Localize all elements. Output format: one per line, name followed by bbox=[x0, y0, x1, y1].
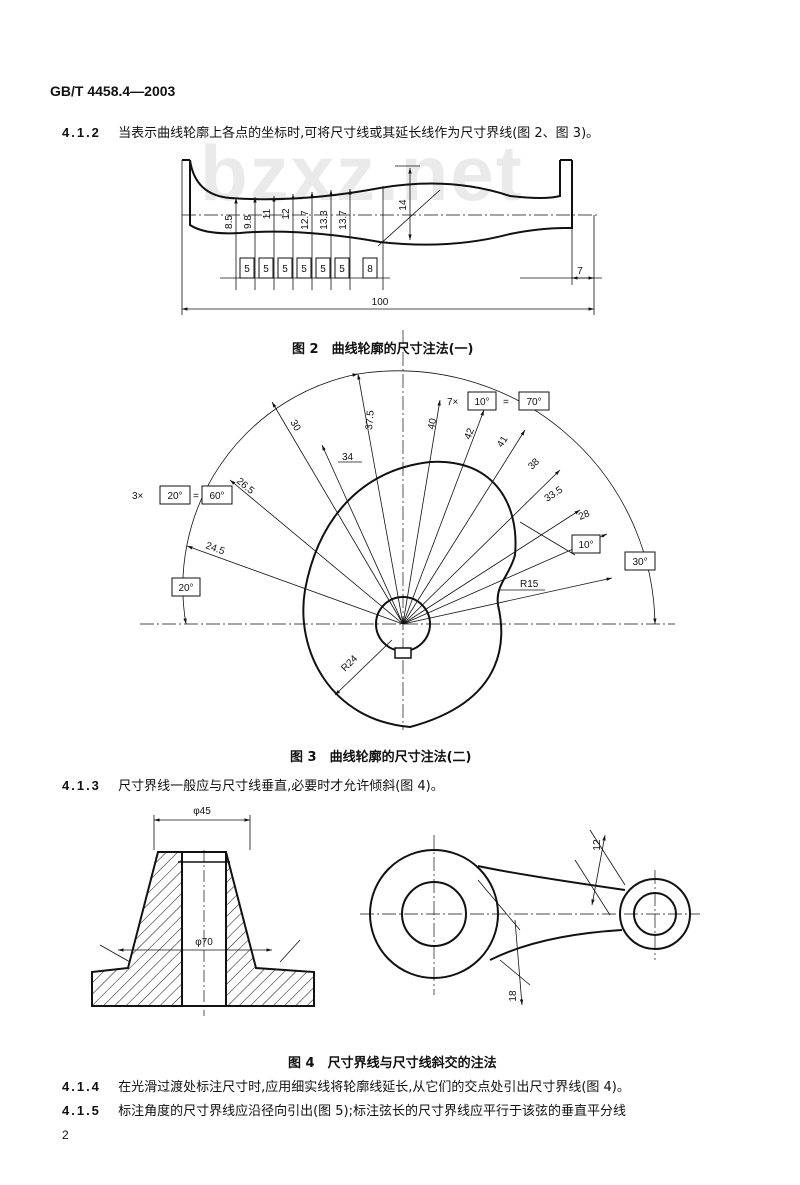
radius-label: 33.5 bbox=[543, 484, 566, 504]
diameter-top-label: φ45 bbox=[193, 806, 211, 817]
hatched-wall-right bbox=[225, 851, 315, 1007]
radius-label: 26.5 bbox=[234, 476, 256, 497]
figure-4-caption: 图 4 尺寸界线与尺寸线斜交的注法 bbox=[288, 1056, 497, 1071]
spacing-label: 5 bbox=[282, 264, 288, 275]
radius-label: 28 bbox=[577, 508, 592, 523]
radius-label: 24.5 bbox=[204, 540, 226, 557]
angle-count-label: 3× bbox=[132, 491, 144, 502]
figure-2-labels: 8.5 9.8 11 12 12.7 13.3 13.7 14 5 5 5 5 … bbox=[224, 199, 583, 308]
angle-step-label: 20° bbox=[167, 491, 182, 502]
angle-total-label: 70° bbox=[526, 397, 541, 408]
height-label: 13.3 bbox=[319, 210, 330, 230]
paragraph-4-1-2: 4.1.2 当表示曲线轮廓上各点的坐标时,可将尺寸线或其延长线作为尺寸界线(图 … bbox=[62, 122, 599, 141]
figure-2-drawing bbox=[181, 159, 602, 315]
diameter-base-label: φ70 bbox=[195, 937, 213, 948]
cam-contour bbox=[302, 460, 517, 729]
angle-first-label: 20° bbox=[178, 583, 193, 594]
angle-total-label: 60° bbox=[209, 491, 224, 502]
angle-last-step-label: 10° bbox=[578, 540, 593, 551]
hatched-wall-left bbox=[91, 851, 183, 1007]
paragraph-number: 4.1.5 bbox=[62, 1103, 101, 1118]
radius-label: 37.5 bbox=[364, 409, 377, 430]
paragraph-4-1-5: 4.1.5 标注角度的尺寸界线应沿径向引出(图 5);标注弦长的尺寸界线应平行于… bbox=[62, 1100, 626, 1119]
dim-18-label: 18 bbox=[508, 990, 519, 1002]
equals-sign: = bbox=[193, 491, 199, 502]
spacing-label: 5 bbox=[320, 264, 326, 275]
paragraph-4-1-3: 4.1.3 尺寸界线一般应与尺寸线垂直,必要时才允许倾斜(图 4)。 bbox=[62, 775, 444, 794]
spacing-label: 8 bbox=[367, 264, 373, 275]
paragraph-number: 4.1.4 bbox=[62, 1079, 101, 1094]
figure-4-top-view bbox=[360, 829, 700, 1006]
part-upper-contour bbox=[189, 159, 561, 201]
radius-label: 40 bbox=[426, 417, 439, 431]
radius-label: 30 bbox=[287, 418, 302, 434]
large-bore bbox=[401, 881, 467, 947]
paragraph-text: 在光滑过渡处标注尺寸时,应用细实线将轮廓线延长,从它们的交点处引出尺寸界线(图 … bbox=[118, 1080, 630, 1095]
figure-3-drawing bbox=[140, 330, 675, 730]
spacing-label: 5 bbox=[339, 264, 345, 275]
arm-upper-edge bbox=[477, 865, 626, 891]
leader-r24 bbox=[334, 639, 393, 696]
radius-label: 38 bbox=[526, 456, 542, 472]
height-label: 12 bbox=[281, 208, 292, 220]
paragraph-text: 当表示曲线轮廓上各点的坐标时,可将尺寸线或其延长线作为尺寸界线(图 2、图 3)… bbox=[118, 126, 600, 141]
total-length-label: 100 bbox=[372, 297, 389, 308]
angle-arc-right bbox=[357, 370, 657, 625]
radius-label: 41 bbox=[495, 434, 510, 450]
angle-last-label: 30° bbox=[632, 557, 647, 568]
angle-step-label: 10° bbox=[474, 397, 489, 408]
figure-4-labels: φ45 φ70 12 18 bbox=[193, 806, 603, 1002]
radius-label: 42 bbox=[463, 426, 478, 441]
paragraph-number: 4.1.3 bbox=[62, 778, 101, 793]
arm-lower-edge bbox=[489, 929, 623, 961]
paragraph-text: 尺寸界线一般应与尺寸线垂直,必要时才允许倾斜(图 4)。 bbox=[118, 779, 444, 794]
dim-12-label: 12 bbox=[592, 839, 603, 851]
spacing-label: 5 bbox=[263, 264, 269, 275]
page-number: 2 bbox=[62, 1128, 69, 1142]
standard-header: GB/T 4458.4—2003 bbox=[50, 83, 176, 99]
height-label: 14 bbox=[398, 199, 409, 211]
equals-sign: = bbox=[503, 397, 509, 408]
paragraph-text: 标注角度的尺寸界线应沿径向引出(图 5);标注弦长的尺寸界线应平行于该弦的垂直平… bbox=[118, 1104, 626, 1119]
figure-2-caption: 图 2 曲线轮廓的尺寸注法(一) bbox=[292, 342, 474, 357]
figure-4-section-view bbox=[91, 815, 315, 1016]
height-label: 9.8 bbox=[243, 215, 254, 229]
height-label: 8.5 bbox=[224, 215, 235, 229]
height-label: 11 bbox=[262, 208, 273, 219]
figure-3-caption: 图 3 曲线轮廓的尺寸注法(二) bbox=[290, 750, 472, 765]
radius-label: 34 bbox=[342, 452, 354, 463]
small-bore bbox=[633, 892, 677, 936]
radius-r24-label: R24 bbox=[339, 653, 360, 674]
spacing-label: 5 bbox=[244, 264, 250, 275]
height-label: 13.7 bbox=[338, 210, 349, 230]
paragraph-4-1-4: 4.1.4 在光滑过渡处标注尺寸时,应用细实线将轮廓线延长,从它们的交点处引出尺… bbox=[62, 1076, 630, 1095]
figure-3-labels: 24.5 26.5 30 34 37.5 40 42 41 38 33.5 28… bbox=[132, 397, 648, 674]
height-label: 12.7 bbox=[300, 210, 311, 230]
large-boss bbox=[369, 849, 499, 979]
radius-r15-label: R15 bbox=[520, 579, 539, 590]
small-boss bbox=[619, 878, 691, 950]
angle-arc-left bbox=[182, 373, 359, 625]
paragraph-number: 4.1.2 bbox=[62, 125, 101, 140]
spacing-label: 5 bbox=[301, 264, 307, 275]
end-width-label: 7 bbox=[577, 266, 583, 277]
angle-count-label: 7× bbox=[447, 397, 459, 408]
part-lower-contour bbox=[189, 160, 573, 246]
